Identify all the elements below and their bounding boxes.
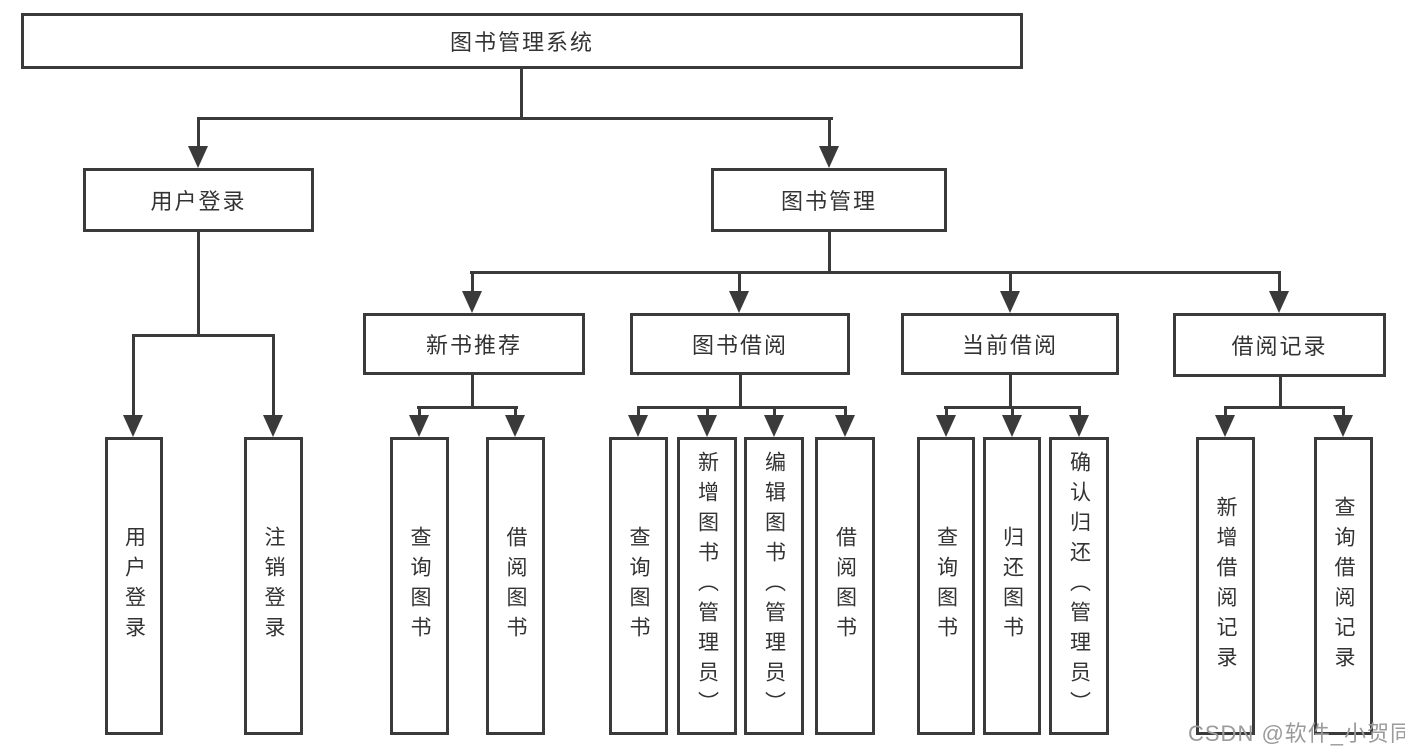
arrow-down-icon — [729, 291, 749, 313]
connector-line — [844, 406, 847, 418]
node-borrowing-records: 借阅记录 — [1173, 313, 1386, 377]
node-book-borrowing: 图书借阅 — [630, 313, 850, 375]
connector-line — [828, 229, 831, 274]
connector-line — [471, 271, 474, 291]
connector-line — [471, 372, 474, 409]
node-return-books: 归还图书 — [983, 437, 1041, 735]
connector-line — [739, 372, 742, 409]
node-add-borrow-record: 新增借阅记录 — [1196, 437, 1255, 735]
arrow-down-icon — [819, 146, 839, 168]
csdn-watermark: CSDN @软件_小贺同学 — [1188, 721, 1405, 746]
node-label: 新增图书（管理员） — [695, 451, 719, 721]
connector-line — [418, 406, 421, 418]
node-book-management: 图书管理 — [711, 168, 947, 232]
arrow-down-icon — [764, 415, 784, 437]
node-label: 编辑图书（管理员） — [762, 451, 786, 721]
arrow-down-icon — [1002, 415, 1022, 437]
node-label: 确认归还（管理员） — [1067, 451, 1091, 721]
arrow-down-icon — [936, 415, 956, 437]
connector-line — [514, 406, 517, 418]
node-label: 新增借阅记录 — [1214, 496, 1237, 676]
node-label: 查询借阅记录 — [1332, 496, 1355, 676]
arrow-down-icon — [505, 415, 525, 437]
connector-line — [1279, 374, 1282, 409]
arrow-down-icon — [1000, 291, 1020, 313]
node-label: 查询图书 — [408, 526, 431, 646]
connector-line — [828, 117, 831, 148]
connector-line — [1011, 406, 1014, 418]
connector-line — [197, 117, 833, 120]
node-query-borrow-record: 查询借阅记录 — [1314, 437, 1373, 735]
connector-line — [945, 406, 948, 418]
connector-line — [132, 334, 135, 416]
arrow-down-icon — [1333, 415, 1353, 437]
arrow-down-icon — [188, 146, 208, 168]
node-label: 归还图书 — [1000, 526, 1024, 646]
node-current-borrowing: 当前借阅 — [901, 313, 1119, 375]
node-edit-book-admin: 编辑图书（管理员） — [744, 437, 804, 735]
connector-line — [637, 406, 640, 418]
connector-line — [1278, 271, 1281, 291]
node-new-book-recommendation: 新书推荐 — [363, 313, 585, 375]
connector-line — [132, 334, 275, 337]
connector-line — [197, 229, 200, 336]
node-label: 注销登录 — [262, 526, 285, 646]
arrow-down-icon — [628, 415, 648, 437]
connector-line — [417, 406, 518, 409]
arrow-down-icon — [263, 415, 283, 437]
node-library-management-system: 图书管理系统 — [21, 13, 1023, 69]
arrow-down-icon — [1069, 415, 1089, 437]
node-query-books-current: 查询图书 — [917, 437, 975, 735]
connector-line — [520, 66, 523, 120]
arrow-down-icon — [1269, 291, 1289, 313]
arrow-down-icon — [697, 415, 717, 437]
node-label: 借阅图书 — [833, 526, 857, 646]
connector-line — [1009, 372, 1012, 409]
node-borrow-books-recommend: 借阅图书 — [486, 437, 545, 735]
connector-line — [272, 334, 275, 416]
connector-line — [1224, 406, 1227, 418]
connector-line — [1078, 406, 1081, 418]
connector-line — [1342, 406, 1345, 418]
node-user-login-leaf: 用户登录 — [105, 437, 163, 735]
arrow-down-icon — [123, 415, 143, 437]
connector-line — [197, 117, 200, 148]
node-add-book-admin: 新增图书（管理员） — [677, 437, 737, 735]
node-query-books-borrowing: 查询图书 — [609, 437, 668, 735]
node-label: 借阅图书 — [504, 526, 527, 646]
connector-line — [773, 406, 776, 418]
connector-line — [637, 406, 847, 409]
node-borrow-books-borrowing: 借阅图书 — [815, 437, 875, 735]
node-logout: 注销登录 — [244, 437, 303, 735]
node-label: 用户登录 — [122, 526, 146, 646]
connector-line — [1224, 406, 1345, 409]
connector-line — [706, 406, 709, 418]
arrow-down-icon — [462, 291, 482, 313]
node-confirm-return-admin: 确认归还（管理员） — [1049, 437, 1109, 735]
arrow-down-icon — [1215, 415, 1235, 437]
node-label: 查询图书 — [627, 526, 650, 646]
connector-line — [1009, 271, 1012, 291]
connector-line — [738, 271, 741, 291]
connector-line — [470, 271, 1281, 274]
node-user-login: 用户登录 — [83, 168, 314, 232]
node-label: 查询图书 — [934, 526, 958, 646]
arrow-down-icon — [835, 415, 855, 437]
node-query-books-recommend: 查询图书 — [390, 437, 449, 735]
arrow-down-icon — [409, 415, 429, 437]
